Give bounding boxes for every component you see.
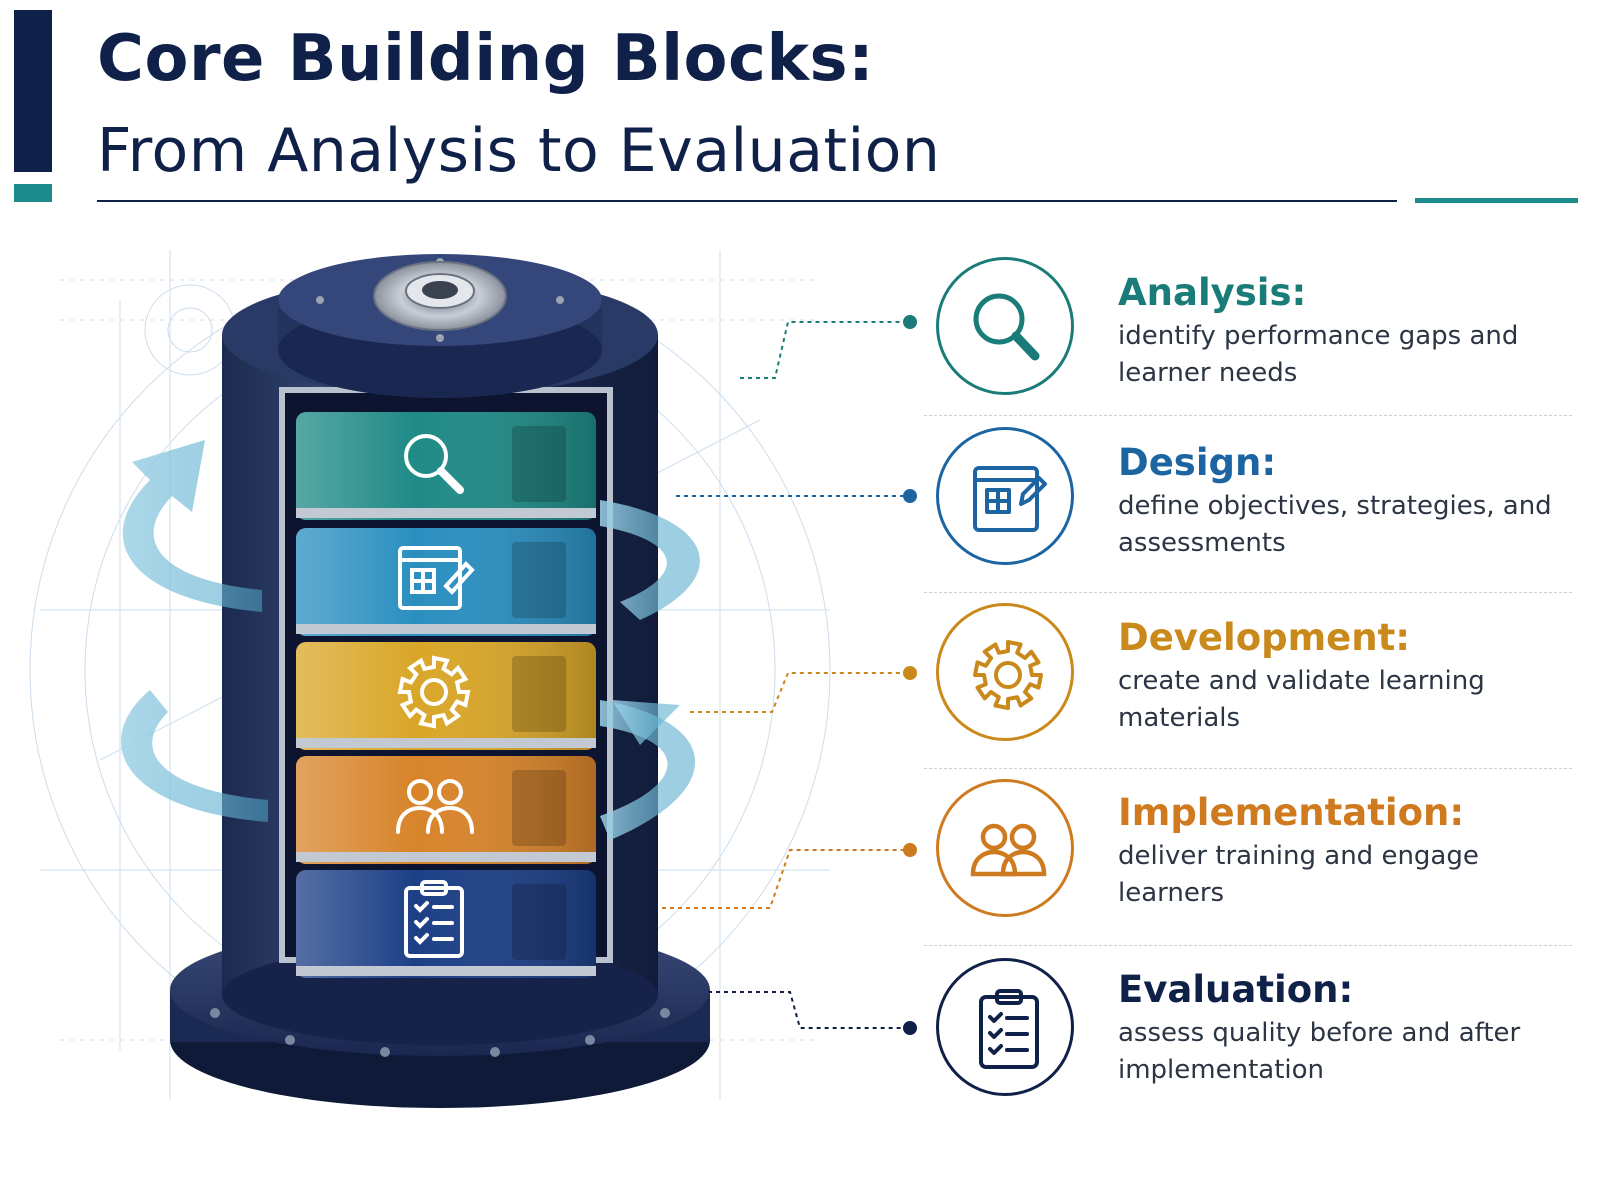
block-magnifier [296, 412, 596, 520]
separator-1 [924, 415, 1572, 416]
stage-design-circle [936, 427, 1074, 565]
block-clipboard-checklist-icon [404, 880, 464, 958]
cycle-arrows [120, 440, 700, 840]
block-design-board [296, 528, 596, 636]
stage-design-name: Design: [1118, 441, 1277, 484]
stage-development-circle [936, 603, 1074, 741]
stage-evaluation-name: Evaluation: [1118, 968, 1354, 1011]
gear-icon [973, 640, 1043, 710]
connector-dot-5 [903, 1021, 917, 1035]
block-clipboard-checklist [296, 870, 596, 978]
separator-2 [924, 592, 1572, 593]
header-rule-accent [1415, 198, 1578, 203]
connector-dot-3 [903, 666, 917, 680]
top-gear [373, 261, 507, 331]
stage-analysis: Analysis: identify performance gaps and … [1118, 270, 1588, 392]
block-gear [296, 642, 596, 750]
separator-3 [924, 768, 1572, 769]
stacked-blocks [296, 412, 596, 978]
header-accent-bar [14, 10, 52, 172]
stage-analysis-description: identify performance gaps and learner ne… [1118, 321, 1519, 388]
header-accent-square [14, 184, 52, 202]
connector-dot-1 [903, 315, 917, 329]
stage-development: Development: create and validate learnin… [1118, 615, 1588, 737]
page-subtitle: From Analysis to Evaluation [97, 116, 941, 186]
stage-design-description: define objectives, strategies, and asses… [1118, 491, 1552, 558]
connector-dot-2 [903, 489, 917, 503]
cycle-arrow-right-upper [600, 500, 700, 620]
stage-evaluation: Evaluation: assess quality before and af… [1118, 967, 1588, 1089]
block-design-board-icon [398, 546, 475, 610]
connector-dot-4 [903, 843, 917, 857]
stage-evaluation-description: assess quality before and after implemen… [1118, 1018, 1521, 1085]
cycle-arrow-right-lower [600, 700, 696, 840]
cycle-arrow-lower [120, 690, 268, 822]
block-magnifier-icon [404, 434, 464, 494]
block-gear-icon [397, 655, 471, 729]
stage-analysis-circle [936, 257, 1074, 395]
stage-implementation-description: deliver training and engage learners [1118, 841, 1479, 908]
tower-illustration [29, 250, 831, 1108]
stage-implementation-name: Implementation: [1118, 791, 1465, 834]
stage-analysis-name: Analysis: [1118, 271, 1307, 314]
block-people-icon [396, 779, 474, 834]
page-title: Core Building Blocks: [97, 22, 875, 96]
header-rule [97, 200, 1397, 202]
block-people [296, 756, 596, 864]
cycle-arrow-head-right [612, 700, 680, 745]
stage-evaluation-circle [936, 958, 1074, 1096]
clipboard-checklist-icon [979, 989, 1039, 1069]
design-board-icon [973, 466, 1047, 532]
stage-implementation-circle [936, 779, 1074, 917]
stage-development-description: create and validate learning materials [1118, 666, 1485, 733]
cycle-arrow-upper [122, 440, 262, 612]
people-icon [970, 823, 1047, 877]
stage-design: Design: define objectives, strategies, a… [1118, 440, 1588, 562]
stage-development-name: Development: [1118, 616, 1411, 659]
magnifier-icon [973, 293, 1040, 361]
stage-implementation: Implementation: deliver training and eng… [1118, 790, 1588, 912]
separator-4 [924, 945, 1572, 946]
